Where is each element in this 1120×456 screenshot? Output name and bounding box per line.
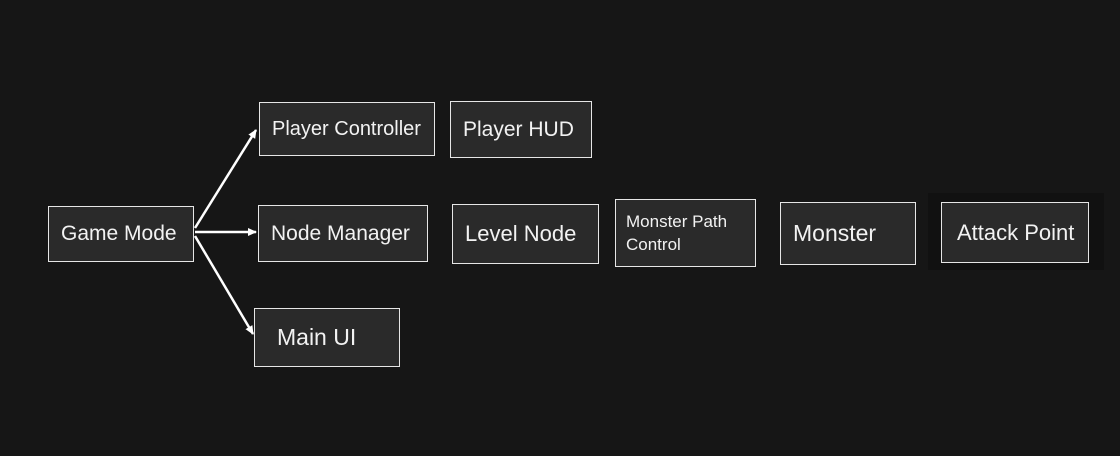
node-monster-path-control[interactable]: Monster Path Control — [615, 199, 756, 267]
node-label: Game Mode — [61, 222, 177, 245]
node-label: Player Controller — [272, 117, 421, 140]
edge-game-mode-to-main-ui — [193, 235, 255, 335]
node-player-hud[interactable]: Player HUD — [450, 101, 592, 158]
node-level-node[interactable]: Level Node — [452, 204, 599, 264]
node-label: Main UI — [277, 324, 357, 350]
node-monster[interactable]: Monster — [780, 202, 916, 265]
node-label: Attack Point — [957, 219, 1075, 245]
node-label: Node Manager — [271, 221, 410, 245]
node-main-ui[interactable]: Main UI — [254, 308, 400, 367]
node-game-mode[interactable]: Game Mode — [48, 206, 194, 262]
node-label: Player HUD — [463, 117, 574, 141]
edge-game-mode-to-player-controller — [193, 129, 258, 229]
node-attack-point[interactable]: Attack Point — [941, 202, 1089, 263]
node-node-manager[interactable]: Node Manager — [258, 205, 428, 262]
node-label: Level Node — [465, 221, 577, 246]
node-player-controller[interactable]: Player Controller — [259, 102, 435, 156]
node-label: Monster Path Control — [626, 212, 728, 254]
node-label: Monster — [793, 220, 877, 246]
